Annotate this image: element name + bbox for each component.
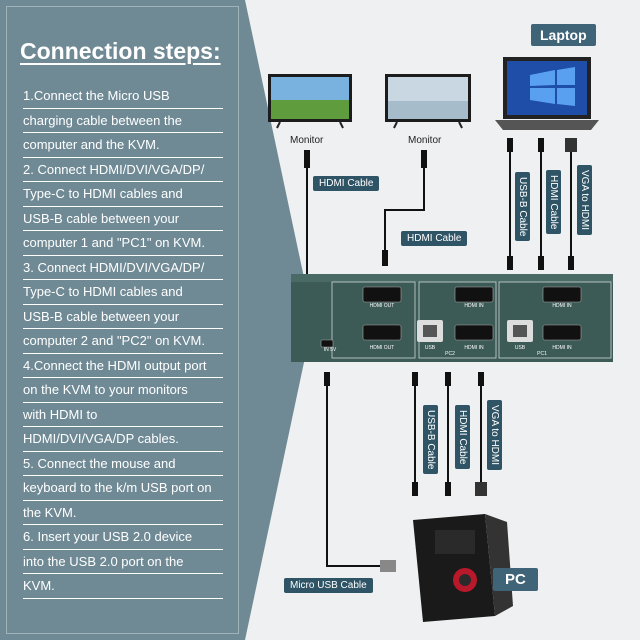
hdmi-cable-2-label: HDMI Cable [401, 231, 468, 246]
port-label-hdmi-out-1: HDMI OUT [369, 303, 395, 309]
port-label-pc2: PC2 [445, 351, 455, 357]
hdmi-cable-1-label: HDMI Cable [313, 176, 380, 191]
port-label-hdmi-out-2: HDMI OUT [369, 345, 395, 351]
step-line: 2. Connect HDMI/DVI/VGA/DP/ [23, 158, 223, 182]
monitor-2-icon [385, 74, 471, 129]
port-label-hdmi-in-pc1-top: HDMI IN [552, 303, 572, 309]
kvm-switch-icon [291, 274, 613, 362]
step-line: into the USB 2.0 port on the [23, 550, 223, 574]
step-line: computer 2 and "PC2" on KVM. [23, 329, 223, 354]
step-line: 6. Insert your USB 2.0 device [23, 525, 223, 550]
laptop-vga-cable-label: VGA to HDMI [577, 165, 592, 236]
step-line: the KVM. [23, 501, 223, 525]
port-label-usb-pc1: USB [514, 345, 526, 351]
pc-usbb-cable-label: USB-B Cable [423, 405, 438, 475]
monitor-1-label: Monitor [290, 135, 324, 146]
micro-usb-cable-label: Micro USB Cable [284, 578, 373, 593]
pc-hdmi-cable-label: HDMI Cable [455, 405, 470, 470]
page-title: Connection steps: [20, 38, 221, 64]
step-line: with HDMI to [23, 403, 223, 427]
step-line: 3. Connect HDMI/DVI/VGA/DP/ [23, 256, 223, 280]
step-line: HDMI/DVI/VGA/DP cables. [23, 427, 223, 452]
arrow-wedge [245, 0, 313, 640]
step-line: computer 1 and "PC1" on KVM. [23, 231, 223, 256]
pc-badge: PC [493, 568, 538, 591]
port-label-hdmi-in-pc1-bottom: HDMI IN [552, 345, 572, 351]
laptop-hdmi-cable-label: HDMI Cable [546, 170, 561, 235]
port-label-in5v: IN 5V [323, 347, 337, 353]
instructions-panel: Connection steps: 1.Connect the Micro US… [0, 0, 245, 640]
step-line: 4.Connect the HDMI output port [23, 354, 223, 378]
pc-vga-cable-label: VGA to HDMI [487, 400, 502, 471]
step-line: USB-B cable between your [23, 207, 223, 231]
step-line: on the KVM to your monitors [23, 378, 223, 403]
port-label-pc1: PC1 [537, 351, 547, 357]
step-line: charging cable between the [23, 109, 223, 133]
diagram-art [245, 0, 613, 640]
laptop-icon [495, 57, 599, 130]
step-line: KVM. [23, 574, 223, 599]
monitor-2-label: Monitor [408, 135, 442, 146]
port-label-usb-pc2: USB [424, 345, 436, 351]
step-line: 1.Connect the Micro USB [23, 84, 223, 109]
step-line: Type-C to HDMI cables and [23, 280, 223, 305]
step-line: Type-C to HDMI cables and [23, 182, 223, 207]
laptop-badge: Laptop [531, 24, 596, 46]
micro-usb-cable-line [326, 372, 380, 567]
step-line: computer and the KVM. [23, 133, 223, 158]
port-label-hdmi-in-pc2-bottom: HDMI IN [464, 345, 484, 351]
monitor-1-icon [268, 74, 352, 129]
panel-frame [6, 6, 239, 634]
step-line: 5. Connect the mouse and [23, 452, 223, 476]
laptop-usbb-cable-label: USB-B Cable [515, 172, 530, 242]
hdmi-cable-2-line [384, 150, 425, 250]
port-label-hdmi-in-pc2-top: HDMI IN [464, 303, 484, 309]
step-line: USB-B cable between your [23, 305, 223, 329]
step-line: keyboard to the k/m USB port on [23, 476, 223, 501]
